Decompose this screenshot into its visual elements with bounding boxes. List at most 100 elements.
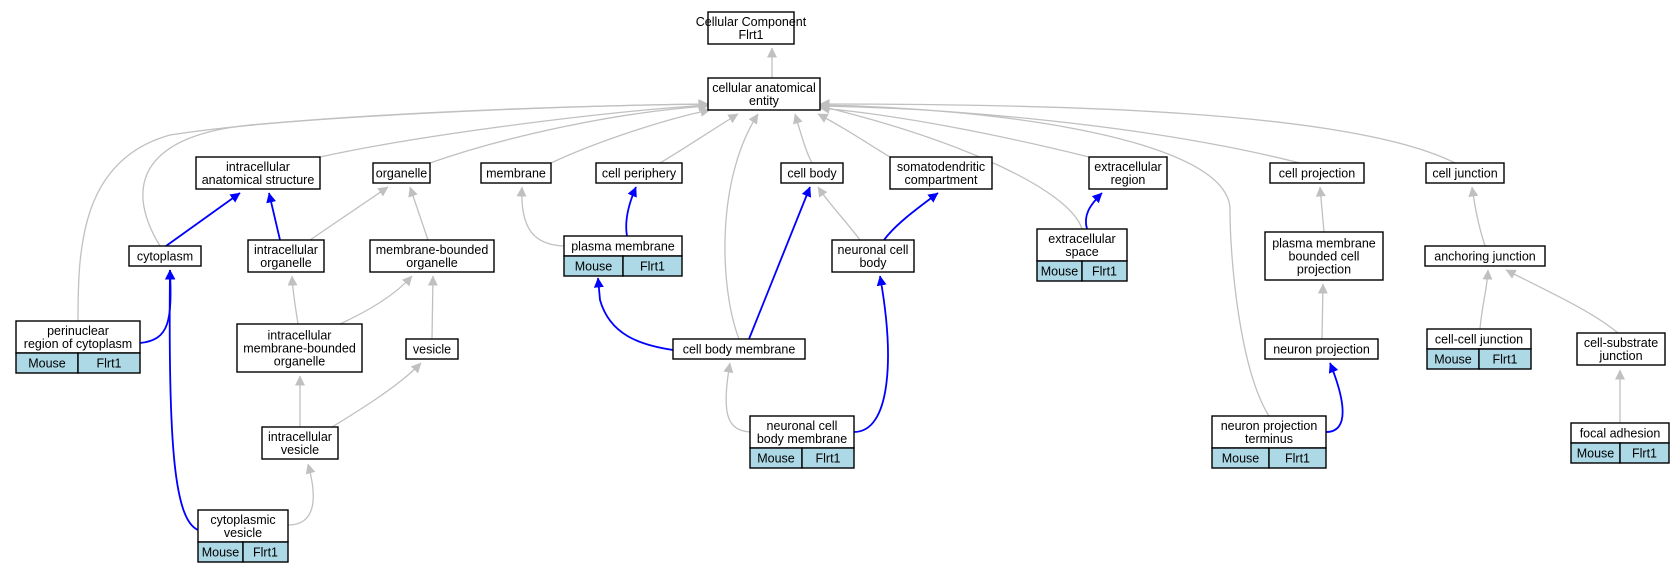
annotation-organism-label: Mouse xyxy=(1434,353,1472,367)
annotation-organism-label: Mouse xyxy=(1041,265,1079,279)
edge-ncb-to-sdc-part-of xyxy=(883,192,939,241)
cytoplasm-node[interactable]: cytoplasm xyxy=(128,245,202,267)
cell-periphery-node[interactable]: cell periphery xyxy=(595,162,683,184)
edge-es-to-er-part-of xyxy=(1085,192,1103,230)
node-label-line: membrane-bounded xyxy=(243,342,356,356)
node-box xyxy=(889,156,993,190)
edge-imbo-to-io-is-a xyxy=(287,275,299,325)
node-label-line: cytoplasm xyxy=(137,250,193,264)
node-label-line: vesicle xyxy=(224,526,262,540)
edge-ccj-to-aj-is-a xyxy=(1479,269,1493,330)
node-box xyxy=(780,162,844,184)
node-label-line: cell junction xyxy=(1432,167,1497,181)
annotation-gene-label: Flrt1 xyxy=(640,260,665,274)
membrane-node[interactable]: membrane xyxy=(480,162,552,184)
node-box xyxy=(1424,245,1546,267)
edge-npt-to-cae-is-a xyxy=(819,100,1270,417)
node-label-line: projection xyxy=(1297,263,1351,277)
node-label-line: space xyxy=(1065,245,1098,259)
annotation-gene-label: Flrt1 xyxy=(97,357,122,371)
node-box xyxy=(247,239,325,273)
edge-cj-to-cae-is-a xyxy=(819,99,1456,164)
node-label-line: anchoring junction xyxy=(1434,250,1536,264)
node-label-line: cell periphery xyxy=(602,167,677,181)
edge-pm-to-cp-part-of xyxy=(625,186,637,237)
edge-ncbm-to-ncb-part-of xyxy=(853,275,889,433)
edge-prc-to-cae-is-a xyxy=(77,99,709,322)
annotation-organism-label: Mouse xyxy=(1577,447,1615,461)
node-label-line: vesicle xyxy=(281,443,319,457)
cell-body-node[interactable]: cell body xyxy=(780,162,844,184)
node-box xyxy=(1425,162,1505,184)
node-label-line: region xyxy=(1111,173,1146,187)
edge-csj-to-aj-is-a xyxy=(1505,269,1619,334)
node-label-line: body xyxy=(859,256,887,270)
node-label-line: anatomical structure xyxy=(202,173,315,187)
edge-es-to-cae-is-a xyxy=(819,103,1083,230)
edge-cv-to-cyto-part-of xyxy=(164,269,199,531)
annotation-organism-label: Mouse xyxy=(1222,452,1260,466)
edge-ias-to-cae-is-a xyxy=(319,100,709,158)
cell-projection-node[interactable]: cell projection xyxy=(1269,162,1365,184)
edge-pm-to-mem-is-a xyxy=(516,186,565,247)
node-label-line: intracellular xyxy=(254,243,318,257)
vesicle-node[interactable]: vesicle xyxy=(405,338,459,360)
annotation-gene-label: Flrt1 xyxy=(1285,452,1310,466)
node-label-line: extracellular xyxy=(1048,232,1115,246)
edge-mbo-to-org-is-a xyxy=(408,186,429,241)
node-label-line: organelle xyxy=(274,355,325,369)
cell-junction-node[interactable]: cell junction xyxy=(1425,162,1505,184)
neuron-projection-node[interactable]: neuron projection xyxy=(1264,338,1379,360)
node-box xyxy=(1269,162,1365,184)
node-box xyxy=(480,162,552,184)
edge-pmbcp-to-cproj-is-a xyxy=(1315,186,1326,233)
node-label-line: plasma membrane xyxy=(571,240,675,254)
edge-cbm-to-pm-part-of xyxy=(593,277,674,351)
anchoring-junction-node[interactable]: anchoring junction xyxy=(1424,245,1546,267)
edge-cproj-to-cae-is-a xyxy=(819,101,1301,164)
node-box xyxy=(195,156,321,190)
node-box xyxy=(405,338,459,360)
node-label-line: entity xyxy=(749,94,780,108)
cell-body-membrane-node[interactable]: cell body membrane xyxy=(672,338,806,360)
edges-layer xyxy=(77,47,1625,531)
edge-cp-to-cae-is-a xyxy=(659,113,739,164)
node-label-line: organelle xyxy=(260,256,311,270)
node-label-line: neuronal cell xyxy=(838,243,909,257)
node-label-line: cell projection xyxy=(1279,167,1355,181)
node-label-line: cellular anatomical xyxy=(712,81,816,95)
edge-cv-to-iv-is-a xyxy=(287,463,316,526)
node-box xyxy=(1211,415,1327,449)
node-box xyxy=(672,338,806,360)
annotation-gene-cell xyxy=(622,255,683,277)
node-label-line: cell body xyxy=(787,167,837,181)
annotation-gene-cell xyxy=(801,447,855,469)
organelle-node[interactable]: organelle xyxy=(372,162,431,184)
edge-sdc-to-cae-is-a xyxy=(817,113,891,158)
edge-prc-to-cyto-part-of xyxy=(139,269,176,344)
node-label-line: bounded cell xyxy=(1289,250,1360,264)
node-box xyxy=(1264,338,1379,360)
